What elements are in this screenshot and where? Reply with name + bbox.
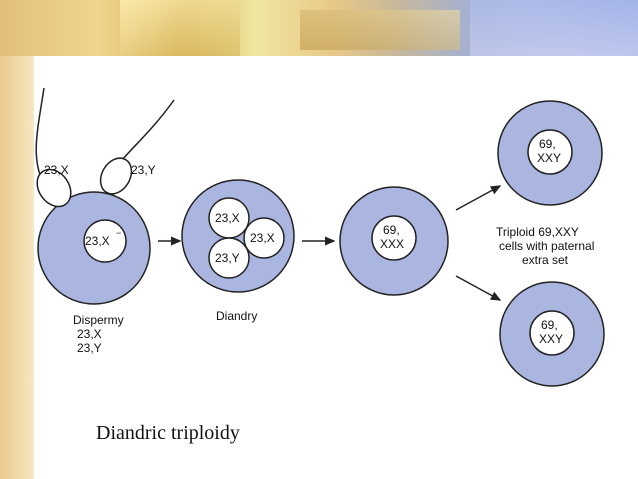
arrow-to-top-cell [455, 185, 502, 211]
sperm-head-2 [99, 157, 133, 195]
result-line1: Triploid 69,XXY [496, 225, 579, 239]
triploid-xxy-bottom-line2: XXY [539, 332, 563, 346]
diandry-nucleus-2 [243, 217, 285, 259]
triploid-xxx-nucleus [371, 215, 417, 261]
triploid-xxx-line1: 69, [383, 223, 400, 237]
diandry-nucleus-3-label: 23,Y [215, 251, 240, 265]
left-decorative-border [0, 0, 34, 479]
egg-nucleus [83, 219, 127, 263]
egg-nucleus-label: 23,X [85, 234, 110, 248]
egg-nucleus-superscript: − [116, 228, 121, 238]
result-line2: cells with paternal [499, 239, 594, 253]
diandry-nucleus-2-label: 23,X [250, 231, 275, 245]
dispermy-line1: 23,X [77, 327, 102, 341]
arrow-to-bottom-cell [455, 275, 502, 301]
result-line3: extra set [522, 253, 569, 267]
triploid-xxy-top-nucleus [527, 129, 573, 175]
banner-streak [470, 0, 638, 56]
dispermy-line2: 23,Y [77, 341, 102, 355]
dispermy-title: Dispermy [73, 313, 124, 327]
triploid-xxx-line2: XXX [380, 237, 404, 251]
slide-content: 23,X 23,Y 23,X − Dispermy 23,X 23,Y 23,X… [34, 56, 638, 479]
sperm2-label: 23,Y [131, 163, 156, 177]
triploid-xxy-top-line1: 69, [539, 137, 556, 151]
sperm1-label: 23,X [44, 163, 69, 177]
diandry-nucleus-3 [208, 237, 250, 279]
triploid-xxy-bottom-nucleus [529, 310, 575, 356]
triploidy-diagram: 23,X 23,Y 23,X − Dispermy 23,X 23,Y 23,X… [35, 88, 605, 387]
sperm-tail-2 [121, 99, 175, 161]
sperm-head-1 [36, 168, 72, 208]
diandry-nucleus-1-label: 23,X [215, 211, 240, 225]
slide-caption: Diandric triploidy [96, 422, 240, 444]
banner-streak [300, 10, 460, 50]
triploid-xxy-top-line2: XXY [537, 151, 561, 165]
triploid-xxy-bottom-line1: 69, [541, 318, 558, 332]
banner-streak [120, 0, 240, 56]
sperm-tail-1 [35, 88, 45, 185]
top-decorative-banner [0, 0, 638, 56]
diandry-title: Diandry [216, 309, 257, 323]
